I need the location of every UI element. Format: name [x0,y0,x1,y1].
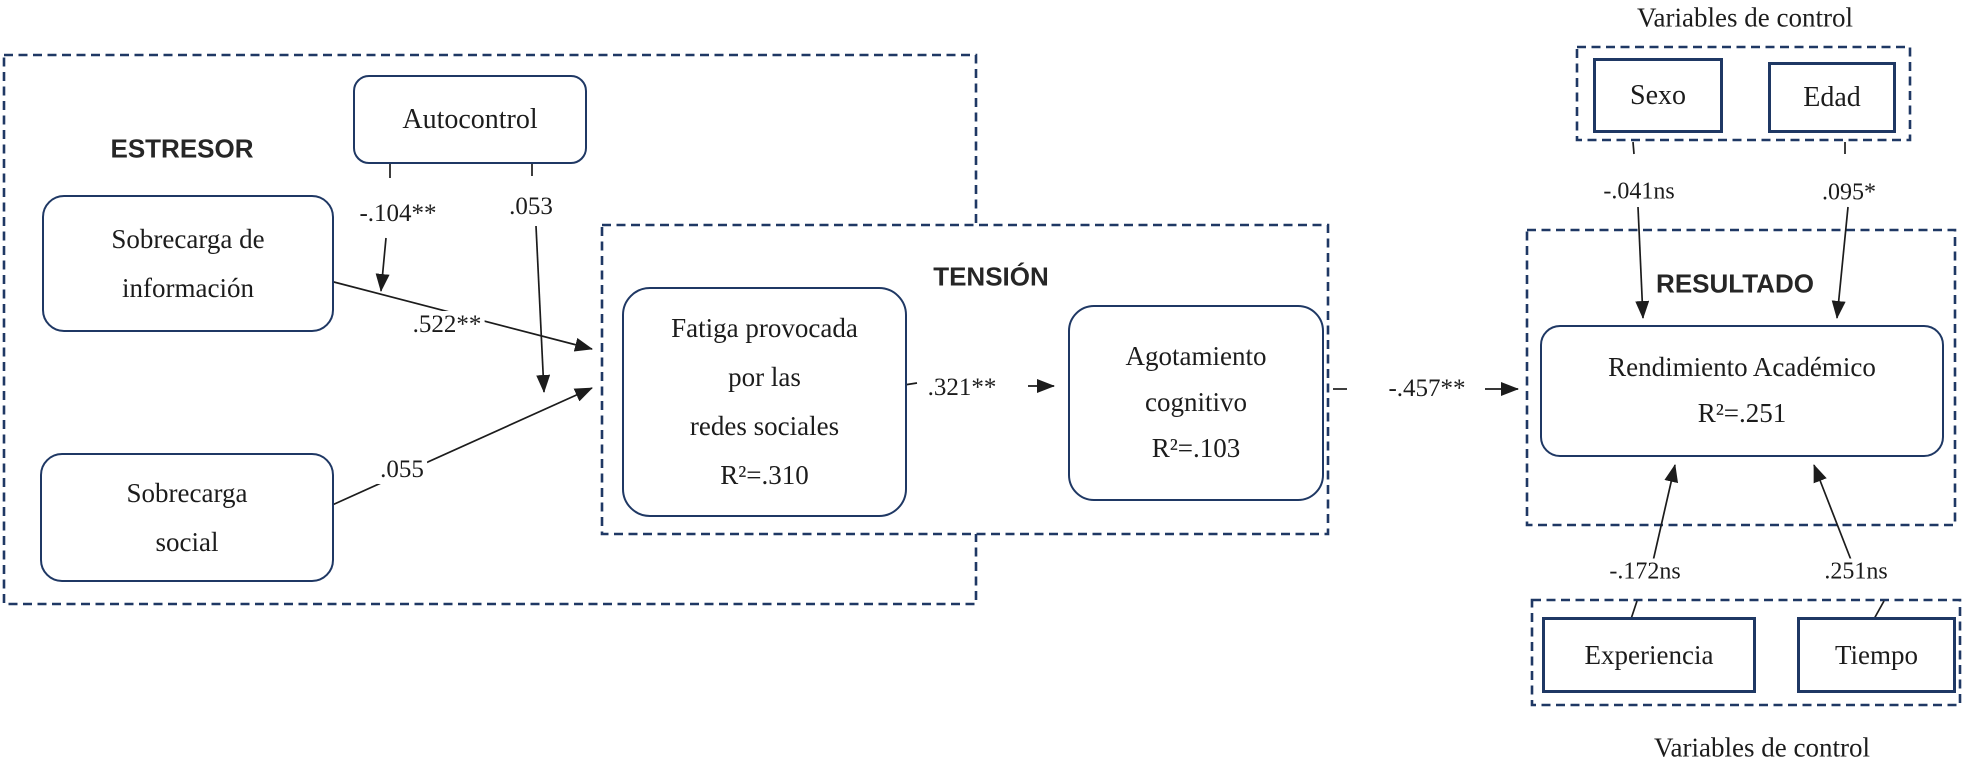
node-label: Autocontrol [402,104,538,135]
node-label: Sobrecarga de [111,223,265,254]
control-label: Edad [1803,81,1861,113]
node-sobrecarga-social: Sobrecarga social [40,453,334,582]
control-bottom-caption: Variables de control [1654,732,1870,763]
control-top-caption: Variables de control [1637,2,1853,33]
coef-social-fatiga: .055 [377,456,427,484]
moderation-arrow-104 [375,237,390,292]
node-sobrecarga-informacion: Sobrecarga de información [42,195,334,332]
node-label: por las [728,361,801,392]
control-box-tiempo: Tiempo [1797,617,1956,693]
arrow-sexo-rendimiento [1635,206,1650,319]
control-label: Tiempo [1834,639,1919,670]
node-label: redes sociales [689,411,840,441]
arrow-edad-rendimiento [1831,206,1849,319]
node-r-squared: R²=.251 [1697,398,1787,428]
coef-edad-rendimiento: .095* [1819,179,1879,207]
coef-tiempo-rendimiento: .251ns [1821,558,1891,586]
control-box-edad: Edad [1768,62,1896,133]
node-label: social [155,526,219,557]
tiempo-tick [1873,600,1885,620]
node-label: Sobrecarga [126,477,248,508]
estresor-caption: ESTRESOR [110,133,254,164]
node-label: Rendimiento Académico [1608,352,1876,383]
coef-informacion-fatiga: .522** [409,311,485,339]
resultado-frame [1525,228,1957,527]
coef-autocontrol-social: .053 [506,193,556,221]
control-box-experiencia: Experiencia [1542,617,1756,693]
control-label: Sexo [1630,79,1686,111]
estresor-frame [2,53,978,606]
node-r-squared: R²=.310 [720,460,809,491]
node-autocontrol: Autocontrol [353,75,587,164]
node-fatiga-redes-sociales: Fatiga provocada por las redes sociales … [622,287,907,517]
node-label: Fatiga provocada [671,312,858,343]
node-label: Agotamiento [1125,341,1267,372]
coef-agotamiento-rendimiento: -.457** [1385,375,1469,403]
coef-fatiga-agotamiento: .321** [924,374,1000,402]
moderation-arrow-053 [535,225,551,393]
coef-experiencia-rendimiento: -.172ns [1606,558,1684,586]
path-social-fatiga [329,387,593,507]
node-label: cognitivo [1145,387,1247,418]
resultado-caption: RESULTADO [1656,268,1814,299]
node-agotamiento-cognitivo: Agotamiento cognitivo R²=.103 [1068,305,1324,501]
control-top-frame [1575,45,1912,142]
node-label: información [122,272,254,303]
control-box-sexo: Sexo [1593,58,1723,133]
node-rendimiento-academico: Rendimiento Académico R²=.251 [1540,325,1944,457]
sexo-tick [1632,141,1635,155]
tension-caption: TENSIÓN [933,261,1049,292]
coef-sexo-rendimiento: -.041ns [1600,178,1678,206]
experiencia-tick [1630,600,1638,620]
node-r-squared: R²=.103 [1151,432,1241,463]
coef-autocontrol-informacion: -.104** [356,200,440,228]
control-label: Experiencia [1584,639,1714,670]
control-bottom-frame [1530,598,1962,707]
